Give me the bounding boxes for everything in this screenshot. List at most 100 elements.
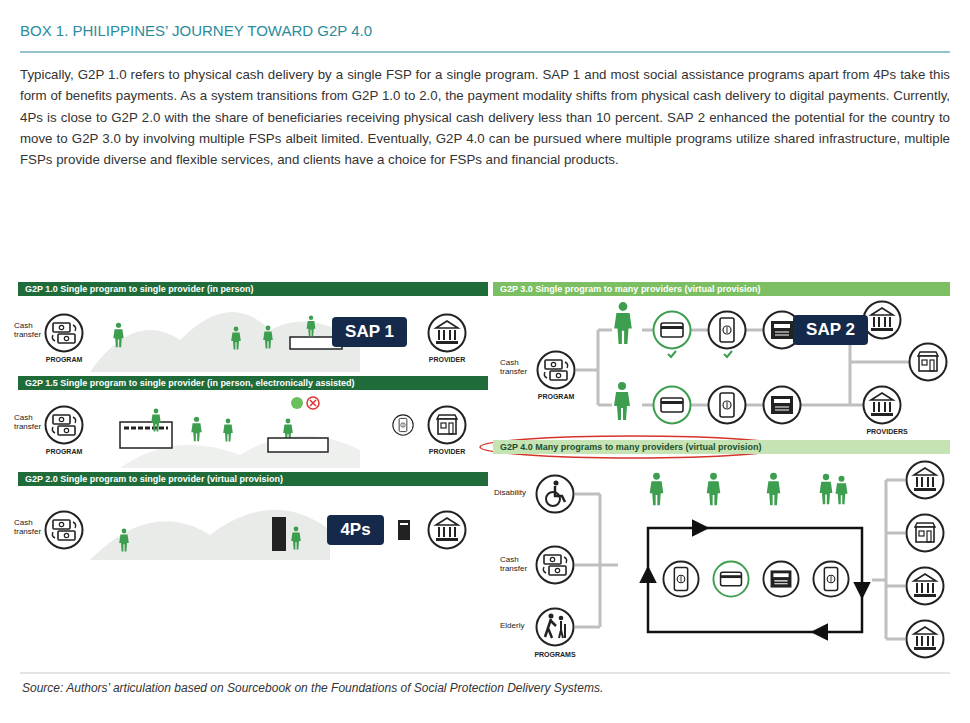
footer-rule	[20, 673, 950, 674]
panel-15-icons	[46, 407, 83, 444]
panel-4-icons	[650, 473, 664, 505]
panel-4-icons	[537, 462, 944, 658]
panel-3-icons	[614, 382, 630, 420]
loop-arrow	[648, 528, 862, 632]
provider-caption: PROVIDERS	[852, 428, 922, 436]
badge-label: SAP 1	[345, 322, 394, 342]
panel-15-icons	[46, 397, 466, 452]
landscape	[90, 510, 330, 560]
panel-3-wires	[576, 330, 612, 405]
panel-4-icons	[763, 561, 798, 596]
stage-heading: G2P 3.0 Single program to many providers…	[500, 284, 760, 294]
stage-header-band: G2P 1.0 Single program to single provide…	[18, 282, 488, 296]
panel-4-icons	[907, 568, 944, 605]
panel-4-icons	[907, 462, 944, 499]
program-badge: SAP 2	[793, 315, 868, 345]
panel-4-icons	[537, 547, 574, 584]
stage-heading: G2P 1.0 Single program to single provide…	[25, 284, 253, 294]
panel-3-icons	[709, 312, 746, 349]
loop-arrow	[861, 590, 864, 596]
badge-label: 4Ps	[340, 520, 370, 540]
header-rule	[20, 52, 950, 53]
body-paragraph: Typically, G2P 1.0 refers to physical ca…	[20, 64, 950, 170]
badge-label: SAP 2	[806, 320, 855, 340]
loop-arrow	[648, 528, 862, 632]
panel-3-icons	[709, 387, 746, 424]
program-name: Cash transfer	[14, 322, 46, 340]
panel-1-icons	[46, 315, 83, 352]
stage-header-band: G2P 2.0 Single program to single provide…	[18, 472, 488, 486]
panel-15-icons	[310, 400, 316, 406]
program-name: Cash transfer	[500, 359, 534, 377]
panel-2-icons	[119, 529, 129, 552]
panel-1-icons	[46, 315, 466, 352]
panel-15-icons	[151, 409, 161, 432]
box-title: BOX 1. PHILIPPINES’ JOURNEY TOWARD G2P 4…	[20, 22, 372, 39]
panel-2-icons	[272, 517, 286, 551]
panel-2-icons	[398, 520, 410, 540]
landscape	[90, 312, 360, 372]
panel-2-icons	[429, 512, 466, 549]
panel-3-icons	[538, 352, 575, 389]
stage-heading: G2P 4.0 Many programs to many providers …	[500, 442, 761, 452]
program-caption: PROGRAM	[526, 393, 586, 401]
program-name: Cash transfer	[14, 414, 46, 432]
loop-arrow	[814, 631, 820, 634]
panel-15-icons	[124, 427, 168, 430]
footer-rule	[20, 673, 950, 674]
program-name: Elderly	[500, 622, 534, 631]
program-name: Cash transfer	[14, 519, 46, 537]
panel-4-icons	[537, 476, 574, 513]
panel-15-icons	[191, 417, 201, 442]
header-rule	[20, 51, 950, 52]
panel-1-icons	[113, 323, 123, 348]
program-name: Disability	[494, 489, 534, 498]
panel-3-icons	[654, 312, 691, 349]
panel-3-icons	[764, 387, 801, 424]
panel-3-icons	[668, 351, 732, 357]
panel-4-icons	[907, 515, 944, 552]
stage-heading: G2P 2.0 Single program to single provide…	[25, 474, 283, 484]
panel-1-icons	[263, 326, 273, 349]
stage-header-band: G2P 4.0 Many programs to many providers …	[493, 440, 950, 454]
panel-3-icons	[864, 302, 901, 339]
panel-4-icons	[820, 474, 833, 504]
stage-header-band: G2P 1.5 Single program to single provide…	[18, 376, 488, 390]
provider-caption: PROVIDER	[417, 448, 477, 456]
panel-4-wires	[575, 480, 905, 639]
program-caption: PROGRAM	[34, 448, 94, 456]
panel-15-icons	[223, 419, 233, 442]
stage-header-band: G2P 3.0 Single program to many providers…	[493, 282, 950, 296]
panel-2-icons	[46, 512, 466, 552]
panel-2-icons	[291, 527, 301, 550]
panel-2-icons	[46, 512, 83, 549]
panel-2-icons	[400, 523, 408, 525]
panel-4-icons	[663, 561, 698, 596]
panel-4-icons	[767, 473, 781, 505]
panel-3-icons	[910, 344, 947, 381]
program-name: Cash transfer	[500, 556, 534, 574]
panel-4-icons	[707, 473, 721, 505]
panel-4-icons	[537, 609, 574, 646]
panel-1-icons	[307, 316, 316, 337]
panel-4-icons	[713, 561, 748, 596]
panel-4-icons	[907, 621, 944, 658]
loop-arrow	[700, 527, 706, 530]
panel-15-icons	[291, 397, 303, 409]
panel-4-wires	[872, 480, 905, 639]
panel-15-icons	[429, 407, 466, 444]
panel-15-icons	[393, 415, 413, 435]
program-caption: PROGRAM	[34, 356, 94, 364]
panel-3-icons	[654, 387, 691, 424]
panel-1-icons	[429, 315, 466, 352]
panel-15-icons	[268, 438, 328, 452]
loop-arrow	[647, 569, 650, 575]
panel-3-icons	[538, 302, 947, 424]
landscape	[90, 312, 360, 560]
panel-3-icons	[864, 387, 901, 424]
program-caption: PROGRAMS	[520, 651, 590, 659]
stage-heading: G2P 1.5 Single program to single provide…	[25, 378, 354, 388]
panel-4-icons	[813, 561, 848, 596]
panel-1-icons	[231, 327, 241, 350]
